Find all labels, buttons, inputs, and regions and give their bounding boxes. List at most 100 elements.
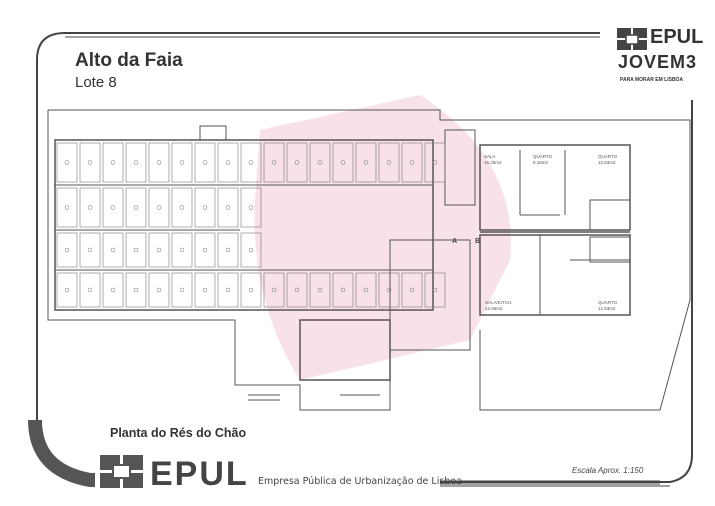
unit-cell [125, 272, 147, 308]
room-label: SALA [484, 154, 496, 159]
unit-cell [309, 142, 331, 183]
unit-cell [79, 142, 101, 183]
marker-a: A [452, 238, 457, 245]
fixture-icon [179, 160, 185, 165]
fixture-icon [156, 247, 162, 253]
unit-cell [79, 187, 101, 228]
unit-cell [378, 272, 400, 308]
plan-caption: Planta do Rés do Chão [110, 426, 247, 440]
fixture-icon [110, 160, 116, 165]
fixture-icon [363, 287, 369, 293]
fixture-icon [64, 160, 70, 165]
room-area: 22.66m2 [485, 306, 503, 311]
room-area: 12.93m2 [598, 306, 616, 311]
frame-border [28, 32, 693, 487]
unit-cell [148, 272, 170, 308]
fixture-icon [179, 205, 185, 210]
unit-cell [102, 232, 124, 268]
fixture-icon [133, 247, 139, 253]
unit-cell [56, 232, 78, 268]
unit-cell [332, 272, 354, 308]
fixture-icon [248, 160, 254, 165]
unit-cell [355, 142, 377, 183]
logo-word: JOVEM3 [618, 52, 698, 72]
unit-cell [125, 142, 147, 183]
fixture-icon [271, 160, 277, 165]
unit-cell [286, 142, 308, 183]
unit-cell [125, 187, 147, 228]
fixture-icon [409, 287, 415, 293]
room-area: 15.25m2 [484, 160, 502, 165]
unit-cell [56, 187, 78, 228]
unit-cell [401, 142, 423, 183]
fixture-icon [202, 287, 208, 293]
fixture-icon [133, 160, 139, 165]
fixture-icon [386, 160, 392, 165]
fixture-icon [432, 160, 438, 165]
unit-cell [240, 142, 262, 183]
unit-cell [79, 272, 101, 308]
room-area: 9.18m2 [533, 160, 549, 165]
unit-cell [424, 272, 446, 308]
unit-cell [194, 187, 216, 228]
unit-cell [263, 142, 285, 183]
fixture-icon [110, 287, 116, 293]
unit-cell [102, 187, 124, 228]
unit-cell [171, 187, 193, 228]
unit-cell [217, 142, 239, 183]
unit-cell [56, 272, 78, 308]
unit-cell [125, 232, 147, 268]
fixture-icon [248, 287, 254, 293]
fixture-icon [317, 160, 323, 165]
unit-cell [194, 272, 216, 308]
fixture-icon [225, 160, 231, 165]
fixture-icon [386, 287, 392, 293]
fixture-icon [248, 205, 254, 210]
watermark [254, 95, 511, 380]
fixture-icon [87, 205, 93, 210]
room-label: QUARTO [598, 300, 618, 305]
logo-brand: EPUL [650, 26, 704, 48]
fixture-icon [87, 287, 93, 293]
unit-cell [240, 232, 262, 268]
logo-tagline: PARA MORAR EM LISBOA [620, 77, 684, 83]
fixture-icon [64, 247, 70, 253]
marker-b: B [475, 238, 480, 245]
unit-cell [240, 272, 262, 308]
fixture-icon [110, 247, 116, 253]
fixture-icon [87, 160, 93, 165]
unit-cell [424, 142, 446, 183]
room-label: QUARTO [533, 154, 553, 159]
floor-plan [47, 109, 691, 411]
unit-cell [194, 232, 216, 268]
fixture-icon [225, 247, 231, 253]
epul-jovem-logo-icon [617, 28, 647, 50]
fixture-icon [340, 160, 346, 165]
room-label: SALA/KITCH. [485, 300, 513, 305]
unit-cell [217, 187, 239, 228]
fixture-icon [156, 205, 162, 210]
unit-cell [148, 187, 170, 228]
page-title: Alto da Faia [75, 50, 183, 71]
fixture-icon [110, 205, 116, 210]
fixture-icon [225, 287, 231, 293]
unit-cell [240, 187, 262, 228]
footer-brand: EPUL [150, 455, 249, 493]
unit-cell [79, 232, 101, 268]
fixture-icon [294, 287, 300, 293]
fixture-icon [156, 160, 162, 165]
unit-cell [309, 272, 331, 308]
fixture-icon [271, 287, 277, 293]
unit-cell [56, 142, 78, 183]
epul-logo-icon [100, 455, 143, 488]
fixture-icon [409, 160, 415, 165]
unit-cell [148, 232, 170, 268]
fixture-icon [202, 205, 208, 210]
fixture-icon [133, 205, 139, 210]
page-subtitle: Lote 8 [75, 74, 117, 91]
unit-cells [56, 142, 446, 308]
fixture-icon [340, 287, 346, 293]
unit-cell [102, 142, 124, 183]
room-area: 12.83m2 [598, 160, 616, 165]
